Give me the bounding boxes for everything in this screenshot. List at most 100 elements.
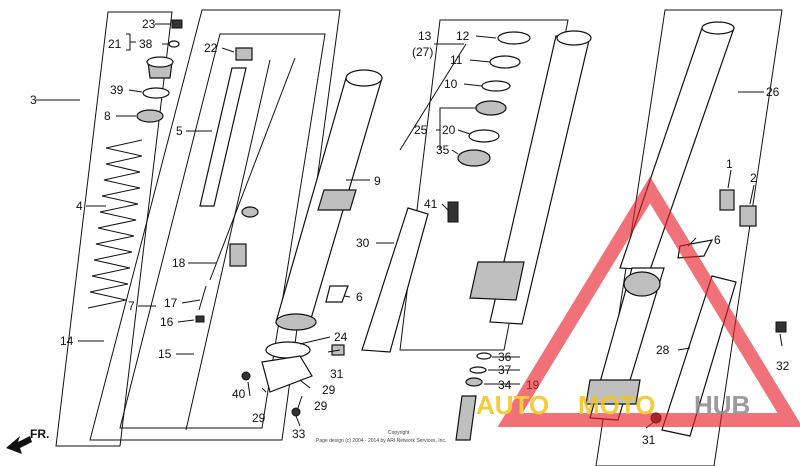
fork-tube-top [701,21,735,35]
bolt-40 [241,371,251,381]
fork-spring-4 [87,139,143,309]
callout-13: 13 [418,29,432,43]
callout-23: 23 [142,17,156,31]
nut-22 [235,47,253,61]
direction-label: FR. [30,427,49,441]
callout-30: 30 [356,236,370,250]
callout-39: 39 [110,83,124,97]
bushing-35 [457,149,491,167]
clamp-29 [261,355,313,393]
watermark-triangle-icon [497,176,800,427]
callout-13-sub: (27) [412,45,433,59]
guide-5 [199,67,247,207]
bolt-33 [291,407,301,417]
washer-36 [476,352,492,360]
callout-12: 12 [456,29,470,43]
clip-11 [489,55,521,69]
leader-lines [36,23,783,429]
tube-band [317,189,357,211]
pin-17 [198,285,207,311]
callout-7: 7 [128,299,135,313]
guard-28 [661,275,737,437]
copyright-line1: Copyright [388,430,410,436]
copyright-line2: Page design (c) 2004 - 2014 by ARI Netwo… [316,438,446,444]
callout-36: 36 [498,350,512,364]
callout-4: 4 [76,199,83,213]
callout-20: 20 [442,123,456,137]
rubber-1 [719,189,735,211]
damper-rod-15 [185,59,271,431]
callout-22: 22 [204,41,218,55]
piston-ring [241,206,259,218]
callout-29-a: 29 [252,411,266,425]
callout-41: 41 [424,197,438,211]
callout-2: 2 [750,171,757,185]
seal-25 [475,100,507,116]
callout-29-b: 29 [322,383,336,397]
slider-axle-boss [469,261,525,301]
seal-24 [265,341,311,359]
bolt-34 [465,377,483,387]
watermark-text-1: AUTO [476,390,549,420]
callout-labels: 3 23 21 38 39 8 4 14 7 15 5 18 17 16 22 … [30,17,790,447]
slider-top [556,30,592,46]
front-direction-indicator: FR. [6,427,49,454]
watermark-logo: AUTO MOTO HUB [476,176,800,427]
drain-bolt-19 [455,395,477,441]
frame-left [55,11,173,447]
callout-1: 1 [726,157,733,171]
callout-25: 25 [414,123,428,137]
callout-6-right: 6 [714,233,721,247]
callout-37: 37 [498,363,512,377]
spacer-8 [136,109,164,123]
callout-26: 26 [766,85,780,99]
callout-33: 33 [292,427,306,441]
callout-11: 11 [450,53,463,67]
arrow-icon [6,436,32,454]
callout-15: 15 [158,347,172,361]
callout-28: 28 [656,343,670,357]
callout-31-left: 31 [330,367,344,381]
callout-10: 10 [444,77,458,91]
callout-16: 16 [160,315,174,329]
frame-damper-rod [119,33,326,429]
callout-21: 21 [108,37,122,51]
callout-24: 24 [334,330,348,344]
washer-38 [168,40,180,48]
callout-8: 8 [104,109,111,123]
bolt-23 [171,19,183,29]
bolt-32 [775,321,787,333]
bolt-41 [447,201,459,223]
callout-3: 3 [30,93,37,107]
callout-34: 34 [498,378,512,392]
pin-16 [195,315,205,323]
oil-seal-10 [481,80,511,92]
slider-pad-6-left [325,285,349,303]
callout-14: 14 [60,334,74,348]
watermark-text-2: MOTO [578,390,656,420]
callout-6-left: 6 [356,290,363,304]
rod-18 [209,57,296,281]
callout-40: 40 [232,387,246,401]
callout-32: 32 [776,359,790,373]
inner-tube-top [345,69,383,87]
o-ring-39 [142,87,170,99]
clip-2 [739,205,757,227]
callout-9: 9 [374,174,381,188]
fork-guard-30 [361,207,429,353]
axle-holder [623,271,661,297]
callout-29-c: 29 [314,399,328,413]
callout-38: 38 [139,37,153,51]
frame-inner-rod [89,9,341,441]
callout-31-right: 31 [642,433,656,447]
back-up-ring-20 [468,129,500,143]
callout-17: 17 [164,296,178,310]
bushing [275,313,317,331]
dust-seal-12 [497,31,531,45]
axle-clamp [585,379,641,405]
washer-37 [469,366,487,374]
fork-cap-top [146,56,174,68]
callout-35: 35 [436,143,450,157]
